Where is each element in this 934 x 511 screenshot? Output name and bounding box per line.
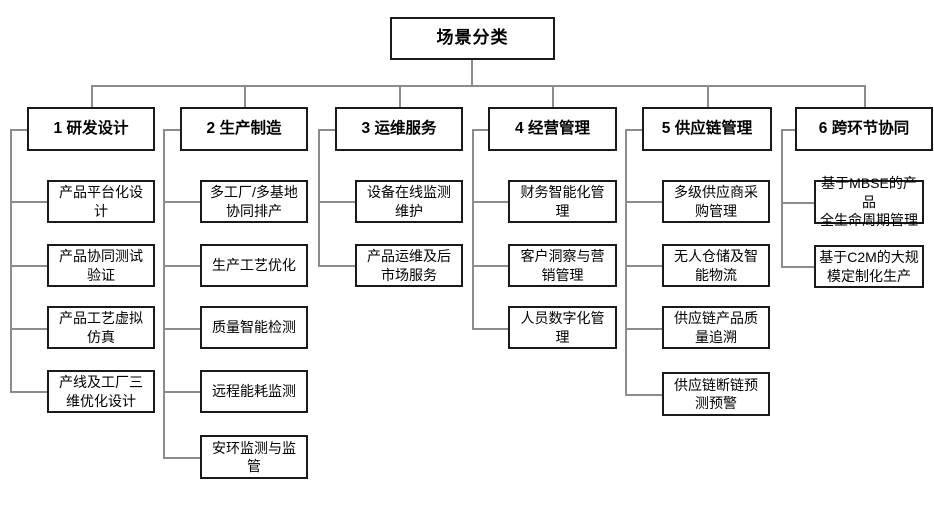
scenario-node: 产品工艺虚拟 仿真 bbox=[47, 306, 155, 349]
scenario-node: 供应链断链预 测预警 bbox=[662, 372, 770, 416]
connector-line bbox=[472, 328, 508, 330]
scenario-node: 基于MBSE的产品 全生命周期管理 bbox=[814, 175, 924, 228]
scenario-node: 质量智能检测 bbox=[200, 306, 308, 349]
scenario-node: 产线及工厂三 维优化设计 bbox=[47, 370, 155, 413]
scenario-node: 多工厂/多基地 协同排产 bbox=[200, 180, 308, 223]
scenario-node: 生产工艺优化 bbox=[200, 244, 308, 287]
connector-line bbox=[318, 265, 355, 267]
connector-line bbox=[625, 394, 662, 396]
connector-line bbox=[552, 85, 554, 107]
connector-line bbox=[781, 266, 814, 268]
connector-line bbox=[91, 85, 93, 107]
scenario-node: 安环监测与监 管 bbox=[200, 435, 308, 479]
connector-line bbox=[10, 391, 47, 393]
category-node-3: 3 运维服务 bbox=[335, 107, 463, 151]
connector-line bbox=[163, 129, 165, 458]
root-node: 场景分类 bbox=[390, 17, 555, 60]
connector-line bbox=[10, 265, 47, 267]
connector-line bbox=[472, 201, 508, 203]
category-node-6: 6 跨环节协同 bbox=[795, 107, 933, 151]
connector-line bbox=[163, 265, 200, 267]
connector-line bbox=[625, 328, 662, 330]
category-node-5: 5 供应链管理 bbox=[642, 107, 772, 151]
connector-line bbox=[781, 129, 783, 267]
connector-line bbox=[472, 129, 474, 329]
scenario-node: 无人仓储及智 能物流 bbox=[662, 244, 770, 287]
connector-line bbox=[163, 457, 200, 459]
scenario-node: 基于C2M的大规 模定制化生产 bbox=[814, 245, 924, 288]
connector-line bbox=[625, 129, 642, 131]
connector-line bbox=[472, 265, 508, 267]
connector-line bbox=[781, 202, 814, 204]
connector-line bbox=[10, 129, 12, 392]
category-node-1: 1 研发设计 bbox=[27, 107, 155, 151]
connector-line bbox=[472, 129, 488, 131]
category-node-2: 2 生产制造 bbox=[180, 107, 308, 151]
connector-line bbox=[318, 201, 355, 203]
connector-line bbox=[625, 129, 627, 395]
scenario-node: 产品运维及后 市场服务 bbox=[355, 244, 463, 287]
connector-line bbox=[91, 85, 865, 87]
scenario-node: 多级供应商采 购管理 bbox=[662, 180, 770, 223]
scenario-node: 人员数字化管 理 bbox=[508, 306, 617, 349]
connector-line bbox=[163, 129, 180, 131]
connector-line bbox=[625, 201, 662, 203]
connector-line bbox=[318, 129, 335, 131]
connector-line bbox=[10, 129, 27, 131]
connector-line bbox=[318, 129, 320, 266]
scenario-node: 产品平台化设 计 bbox=[47, 180, 155, 223]
scenario-node: 客户洞察与营 销管理 bbox=[508, 244, 617, 287]
connector-line bbox=[399, 85, 401, 107]
connector-line bbox=[10, 201, 47, 203]
connector-line bbox=[864, 85, 866, 107]
scenario-node: 财务智能化管 理 bbox=[508, 180, 617, 223]
connector-line bbox=[10, 328, 47, 330]
scenario-node: 供应链产品质 量追溯 bbox=[662, 306, 770, 349]
connector-line bbox=[244, 85, 246, 107]
connector-line bbox=[707, 85, 709, 107]
scenario-node: 产品协同测试 验证 bbox=[47, 244, 155, 287]
connector-line bbox=[471, 60, 473, 86]
connector-line bbox=[163, 201, 200, 203]
connector-line bbox=[625, 265, 662, 267]
scenario-node: 远程能耗监测 bbox=[200, 370, 308, 413]
category-node-4: 4 经营管理 bbox=[488, 107, 617, 151]
connector-line bbox=[163, 391, 200, 393]
connector-line bbox=[781, 129, 795, 131]
connector-line bbox=[163, 328, 200, 330]
scenario-node: 设备在线监测 维护 bbox=[355, 180, 463, 223]
